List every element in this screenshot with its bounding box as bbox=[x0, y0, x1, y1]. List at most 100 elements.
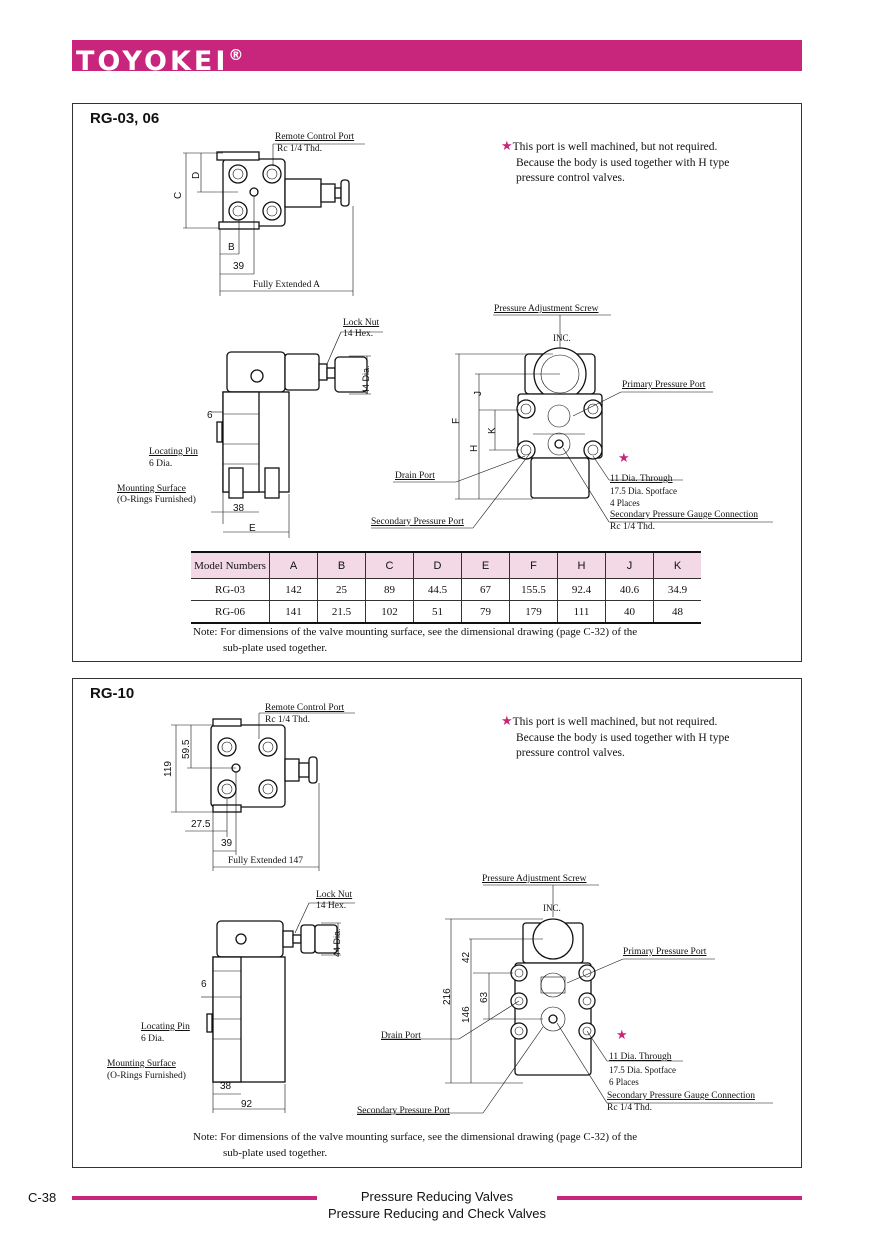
side-view-drawing bbox=[201, 902, 355, 1113]
through-hole-label: 11 Dia. Through bbox=[610, 474, 673, 484]
star-note: ★This port is well machined, but not req… bbox=[501, 713, 730, 759]
through-hole-label: 11 Dia. Through bbox=[609, 1052, 672, 1062]
star-icon: ★ bbox=[501, 138, 513, 153]
table-cell: 179 bbox=[509, 600, 558, 624]
locating-pin-label: Locating Pin bbox=[141, 1022, 190, 1032]
side-view-drawing bbox=[211, 331, 383, 538]
dim-119: 119 bbox=[163, 761, 174, 777]
table-cell: 92.4 bbox=[557, 578, 606, 601]
section-rg-10: RG-10 bbox=[72, 678, 802, 1168]
lock-nut-hex-label: 14 Hex. bbox=[343, 329, 374, 339]
table-header-cell: H bbox=[557, 551, 606, 579]
dim-216: 216 bbox=[442, 988, 453, 1005]
gauge-thread-label: Rc 1/4 Thd. bbox=[607, 1103, 652, 1113]
locating-pin-label: Locating Pin bbox=[149, 447, 198, 457]
places-label: 4 Places bbox=[610, 498, 640, 508]
star-icon: ★ bbox=[618, 450, 630, 465]
front-view-drawing bbox=[371, 314, 773, 529]
dim-38: 38 bbox=[220, 1081, 232, 1092]
drain-port-label: Drain Port bbox=[395, 471, 435, 481]
mounting-surface-label: Mounting Surface bbox=[107, 1059, 176, 1069]
table-row: RG-03 142 25 89 44.5 67 155.5 92.4 40.6 … bbox=[191, 578, 701, 601]
star-icon: ★ bbox=[616, 1027, 628, 1042]
dim-h: H bbox=[469, 444, 480, 452]
dim-59-5: 59.5 bbox=[181, 739, 192, 759]
gauge-connection-label: Secondary Pressure Gauge Connection bbox=[610, 510, 759, 520]
o-rings-label: (O-Rings Furnished) bbox=[107, 1071, 186, 1081]
fully-extended-label: Fully Extended A bbox=[253, 280, 321, 290]
table-cell: 67 bbox=[461, 578, 510, 601]
table-header-cell: J bbox=[605, 551, 654, 579]
primary-pressure-port-label: Primary Pressure Port bbox=[623, 947, 707, 957]
table-header-row: Model Numbers A B C D E F H J K bbox=[191, 551, 701, 579]
remote-thread-label: Rc 1/4 Thd. bbox=[265, 715, 310, 725]
table-cell: 44.5 bbox=[413, 578, 462, 601]
dim-146: 146 bbox=[461, 1006, 472, 1023]
table-cell: 40.6 bbox=[605, 578, 654, 601]
pressure-adjustment-screw-label: Pressure Adjustment Screw bbox=[494, 304, 599, 314]
table-cell: 40 bbox=[605, 600, 654, 624]
star-note: ★This port is well machined, but not req… bbox=[501, 138, 730, 184]
footer-bar-left bbox=[72, 1196, 317, 1200]
star-icon: ★ bbox=[501, 713, 513, 728]
secondary-pressure-port-label: Secondary Pressure Port bbox=[371, 517, 464, 527]
dim-27-5: 27.5 bbox=[191, 819, 211, 830]
note: Note: For dimensions of the valve mounti… bbox=[193, 626, 638, 654]
gauge-connection-label: Secondary Pressure Gauge Connection bbox=[607, 1091, 756, 1101]
dim-92: 92 bbox=[241, 1099, 253, 1110]
inc-label: INC. bbox=[553, 333, 571, 343]
remote-control-port-label: Remote Control Port bbox=[265, 703, 345, 713]
table-cell: 51 bbox=[413, 600, 462, 624]
section-rg-03-06: RG-03, 06 bbox=[72, 103, 802, 662]
section-title: RG-10 bbox=[90, 685, 135, 702]
note: Note: For dimensions of the valve mounti… bbox=[193, 1131, 638, 1159]
dim-d: D bbox=[191, 171, 202, 179]
dim-b: B bbox=[228, 242, 235, 253]
dim-42: 42 bbox=[461, 951, 472, 963]
table-cell: 21.5 bbox=[317, 600, 366, 624]
dim-k: K bbox=[487, 427, 498, 434]
dim-6: 6 bbox=[201, 979, 207, 990]
table-cell: RG-06 bbox=[191, 600, 270, 624]
dim-38: 38 bbox=[233, 503, 245, 514]
table-row: RG-06 141 21.5 102 51 79 179 111 40 48 bbox=[191, 600, 701, 624]
table-cell: 89 bbox=[365, 578, 414, 601]
table-header-cell: Model Numbers bbox=[191, 551, 270, 579]
footer-title-2: Pressure Reducing and Check Valves bbox=[328, 1206, 546, 1221]
table-cell: 155.5 bbox=[509, 578, 558, 601]
brand-logo: TOYOKEI® bbox=[76, 46, 244, 77]
pin-dia-label: 6 Dia. bbox=[141, 1034, 165, 1044]
lock-nut-label: Lock Nut bbox=[316, 890, 353, 900]
dim-63: 63 bbox=[479, 991, 490, 1003]
drain-port-label: Drain Port bbox=[381, 1031, 421, 1041]
fully-extended-label: Fully Extended 147 bbox=[228, 856, 303, 866]
top-view-drawing bbox=[171, 712, 355, 871]
dim-c: C bbox=[173, 191, 184, 199]
remote-control-port-label: Remote Control Port bbox=[275, 132, 355, 142]
table-header-cell: B bbox=[317, 551, 366, 579]
o-rings-label: (O-Rings Furnished) bbox=[117, 495, 196, 505]
knob-dia-label: 44 Dia. bbox=[361, 365, 371, 394]
table-cell: 34.9 bbox=[653, 578, 701, 601]
table-cell: RG-03 bbox=[191, 578, 270, 601]
front-view-drawing bbox=[357, 884, 773, 1114]
remote-thread-label: Rc 1/4 Thd. bbox=[277, 144, 322, 154]
dim-j: J bbox=[473, 391, 484, 396]
dim-39: 39 bbox=[233, 261, 245, 272]
table-cell: 102 bbox=[365, 600, 414, 624]
table-header-cell: F bbox=[509, 551, 558, 579]
bolt-holes bbox=[228, 164, 282, 221]
table-cell: 142 bbox=[269, 578, 318, 601]
table-cell: 141 bbox=[269, 600, 318, 624]
top-view-drawing bbox=[183, 143, 773, 538]
dim-e: E bbox=[249, 523, 256, 534]
dim-6: 6 bbox=[207, 410, 213, 421]
gauge-thread-label: Rc 1/4 Thd. bbox=[610, 522, 655, 532]
table-cell: 79 bbox=[461, 600, 510, 624]
pin-dia-label: 6 Dia. bbox=[149, 459, 173, 469]
dim-f: F bbox=[451, 417, 462, 424]
page-number: C-38 bbox=[28, 1190, 57, 1205]
spotface-label: 17.5 Dia. Spotface bbox=[610, 486, 677, 496]
pressure-adjustment-screw-label: Pressure Adjustment Screw bbox=[482, 874, 587, 884]
dim-39: 39 bbox=[221, 838, 233, 849]
